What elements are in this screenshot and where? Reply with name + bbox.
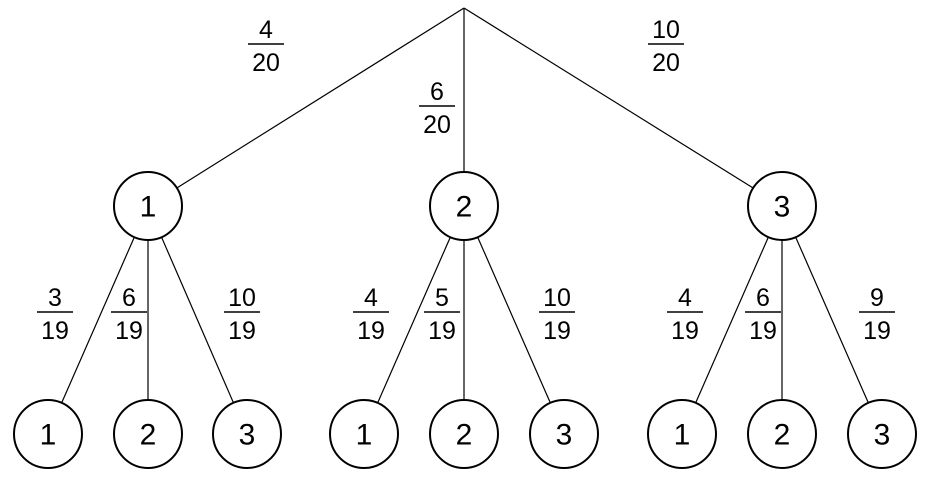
prob-level2-2-2: 519 (424, 284, 460, 345)
node-level1-1-label: 1 (140, 191, 157, 224)
prob-level2-3-1: 419 (667, 284, 703, 345)
node-level2-1-1-label: 1 (40, 419, 57, 452)
node-level2-3-2-label: 2 (774, 419, 791, 452)
prob-level1-2-denominator: 20 (423, 111, 451, 139)
prob-level1-1-denominator: 20 (252, 49, 280, 77)
prob-level2-1-1-numerator: 3 (48, 284, 62, 312)
node-level2-1-1: 1 (13, 399, 83, 469)
prob-level2-3-2-denominator: 19 (749, 317, 777, 345)
edge-1-to-1 (61, 236, 135, 404)
prob-level1-3-numerator: 10 (652, 16, 680, 44)
prob-level1-2-numerator: 6 (430, 78, 444, 106)
node-level2-3-3: 3 (847, 399, 917, 469)
prob-level1-3-denominator: 20 (652, 49, 680, 77)
prob-level2-1-1: 319 (37, 284, 73, 345)
node-level2-3-2-circle (747, 399, 817, 469)
node-level2-1-3-label: 3 (239, 419, 256, 452)
node-level2-3-1-circle (647, 399, 717, 469)
prob-level2-3-3-denominator: 19 (863, 317, 891, 345)
node-level2-2-1-label: 1 (356, 419, 373, 452)
edge-2-to-1 (377, 236, 451, 404)
node-level2-2-2-circle (429, 399, 499, 469)
edge-2-to-3 (477, 236, 551, 404)
node-level2-1-3: 3 (212, 399, 282, 469)
edge-3-to-1 (695, 236, 769, 404)
node-level1-1: 1 (113, 171, 183, 241)
node-level2-2-1: 1 (329, 399, 399, 469)
prob-level1-1-numerator: 4 (259, 16, 273, 44)
node-level2-2-3: 3 (529, 399, 599, 469)
node-level2-2-2-label: 2 (456, 419, 473, 452)
prob-level1-1: 420 (248, 16, 284, 77)
prob-level2-1-1-denominator: 19 (41, 317, 69, 345)
node-level1-1-circle (113, 171, 183, 241)
prob-level2-1-2: 619 (111, 284, 147, 345)
prob-level2-2-3-denominator: 19 (543, 317, 571, 345)
node-level2-3-1-label: 1 (674, 419, 691, 452)
prob-level2-2-1-numerator: 4 (364, 284, 378, 312)
node-level2-1-3-circle (212, 399, 282, 469)
node-level2-2-2: 2 (429, 399, 499, 469)
node-level2-2-3-label: 3 (556, 419, 573, 452)
node-level1-3: 3 (747, 171, 817, 241)
node-level1-2-label: 2 (456, 191, 473, 224)
node-level2-3-1: 1 (647, 399, 717, 469)
node-level2-2-3-circle (529, 399, 599, 469)
node-level2-3-3-circle (847, 399, 917, 469)
node-level1-2-circle (429, 171, 499, 241)
node-level1-2: 2 (429, 171, 499, 241)
prob-level2-1-3-denominator: 19 (228, 317, 256, 345)
node-level2-3-2: 2 (747, 399, 817, 469)
node-level2-2-1-circle (329, 399, 399, 469)
prob-level2-1-3-numerator: 10 (228, 284, 256, 312)
node-level2-1-2-circle (113, 399, 183, 469)
prob-level2-2-1: 419 (353, 284, 389, 345)
node-level1-3-circle (747, 171, 817, 241)
prob-level2-3-1-denominator: 19 (671, 317, 699, 345)
node-level1-3-label: 3 (774, 191, 791, 224)
prob-level2-2-1-denominator: 19 (357, 317, 385, 345)
edge-1-to-3 (160, 236, 235, 404)
node-level2-1-2-label: 2 (140, 419, 157, 452)
prob-level2-2-3-numerator: 10 (543, 284, 571, 312)
prob-level2-3-3: 919 (859, 284, 895, 345)
prob-level1-2: 620 (419, 78, 455, 139)
edge-root-to-1 (176, 7, 465, 189)
node-level2-3-3-label: 3 (874, 419, 891, 452)
prob-level2-1-2-denominator: 19 (115, 317, 143, 345)
node-level2-1-1-circle (13, 399, 83, 469)
node-level2-1-2: 2 (113, 399, 183, 469)
prob-level2-3-3-numerator: 9 (870, 284, 884, 312)
prob-level2-3-2: 619 (745, 284, 781, 345)
prob-level2-3-1-numerator: 4 (678, 284, 692, 312)
edge-root-to-3 (463, 7, 754, 189)
edge-3-to-3 (795, 236, 869, 404)
prob-level2-3-2-numerator: 6 (756, 284, 770, 312)
prob-level2-2-2-numerator: 5 (435, 284, 449, 312)
prob-level2-2-2-denominator: 19 (428, 317, 456, 345)
prob-level2-1-2-numerator: 6 (122, 284, 136, 312)
